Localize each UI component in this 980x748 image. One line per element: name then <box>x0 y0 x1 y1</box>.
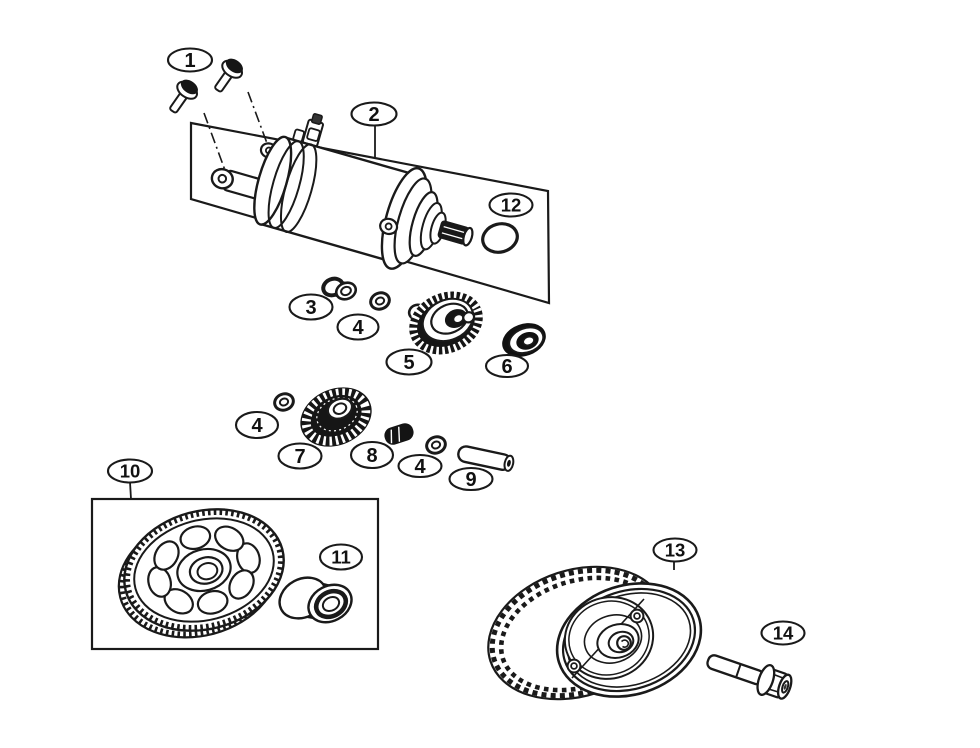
motor-flange-lug <box>379 217 399 236</box>
callout-5-number: 5 <box>403 352 414 374</box>
callout-1: 1 <box>166 47 214 73</box>
idler-gear-10 <box>117 508 285 639</box>
callout-2: 2 <box>350 101 398 127</box>
callout-7-number: 7 <box>294 446 305 468</box>
screw-1b <box>214 58 244 93</box>
callout-6: 6 <box>484 353 530 379</box>
pin-9 <box>457 445 515 472</box>
o-ring-12 <box>481 222 519 254</box>
washer-4c <box>425 435 447 455</box>
callout-8-number: 8 <box>366 445 377 467</box>
callout-3-number: 3 <box>305 297 316 319</box>
callout-4c: 4 <box>397 453 443 479</box>
callout-2-number: 2 <box>368 104 379 126</box>
callout-10: 10 <box>106 458 154 484</box>
callout-14-number: 14 <box>773 623 794 644</box>
callout-10-number: 10 <box>120 461 141 482</box>
callout-11-number: 11 <box>331 547 351 568</box>
callout-11: 11 <box>318 543 364 571</box>
callout-4a: 4 <box>336 313 380 341</box>
bolt-14 <box>706 654 793 700</box>
callout-12-number: 12 <box>501 195 522 216</box>
freewheel-hub-13 <box>487 565 703 701</box>
callout-4b: 4 <box>234 410 280 440</box>
gear-5 <box>407 291 483 355</box>
callout-8: 8 <box>349 440 395 470</box>
screw-1a <box>169 79 199 114</box>
washer-4b <box>273 392 295 412</box>
callout-12: 12 <box>488 192 534 218</box>
callout-9: 9 <box>448 466 494 492</box>
bushing-11 <box>278 576 353 624</box>
starter-motor <box>210 113 474 270</box>
callout-5: 5 <box>385 348 433 376</box>
callout-4a-number: 4 <box>352 317 364 339</box>
bearing-6 <box>502 323 546 357</box>
callout-13: 13 <box>652 537 698 563</box>
washer-4a <box>369 291 391 311</box>
alignment-line-screw-1a <box>203 112 227 174</box>
callout-6-number: 6 <box>501 356 512 378</box>
callout-4b-number: 4 <box>251 415 263 437</box>
callout-13-number: 13 <box>665 540 686 561</box>
callout-3: 3 <box>288 293 334 321</box>
callout-14: 14 <box>760 620 806 646</box>
callout-9-number: 9 <box>465 469 476 491</box>
bushing-3 <box>321 276 358 301</box>
leader-line-10 <box>129 481 132 500</box>
gear-7 <box>300 387 372 447</box>
callout-7: 7 <box>277 442 323 470</box>
callout-4c-number: 4 <box>414 456 426 478</box>
callout-1-number: 1 <box>184 50 195 72</box>
needle-bearing-8 <box>384 423 414 445</box>
